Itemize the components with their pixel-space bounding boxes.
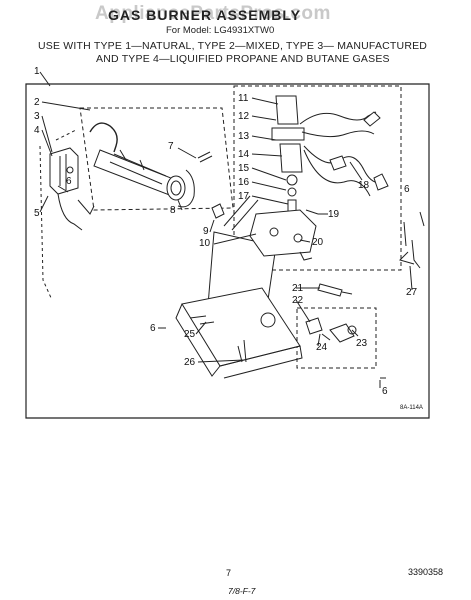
- callout-4: 4: [34, 125, 40, 136]
- callout-18: 18: [358, 180, 370, 191]
- callout-1: 1: [34, 66, 40, 77]
- diagram-code: 8A-114A: [400, 405, 423, 411]
- handwritten-note: 7/8-F-7: [228, 586, 256, 596]
- callout-2: 2: [34, 97, 40, 108]
- callout-22: 22: [292, 295, 304, 306]
- part-number: 3390358: [408, 567, 444, 577]
- valve-group: [233, 85, 402, 271]
- callout-5: 5: [34, 208, 40, 219]
- callout-16: 16: [238, 177, 250, 188]
- assembly-frame: [25, 83, 430, 419]
- callout-15: 15: [238, 163, 250, 174]
- callout-20: 20: [312, 237, 324, 248]
- callout-7: 7: [168, 141, 174, 152]
- callout-21: 21: [292, 283, 304, 294]
- page-title: GAS BURNER ASSEMBLY: [108, 7, 301, 23]
- callout-6-right: 6: [404, 184, 410, 195]
- callout-13: 13: [238, 131, 250, 142]
- watermark: AppliancePartsPros.com: [95, 3, 331, 24]
- callout-27: 27: [406, 287, 418, 298]
- usage-line-2: AND TYPE 4—LIQUIFIED PROPANE AND BUTANE …: [96, 53, 390, 65]
- callout-17: 17: [238, 191, 250, 202]
- callout-12: 12: [238, 111, 250, 122]
- callout-6-left: 6: [66, 176, 72, 187]
- callout-6-bottom-left: 6: [150, 323, 156, 334]
- page-number: 7: [226, 568, 232, 578]
- callout-9: 9: [203, 226, 209, 237]
- callout-26: 26: [184, 357, 196, 368]
- callout-8: 8: [170, 205, 176, 216]
- fitting-group: [296, 307, 377, 369]
- callout-14: 14: [238, 149, 250, 160]
- callout-11: 11: [238, 93, 249, 104]
- callout-19: 19: [328, 209, 340, 220]
- callout-3: 3: [34, 111, 40, 122]
- callout-10: 10: [199, 238, 211, 249]
- callout-24: 24: [316, 342, 328, 353]
- model-label: For Model: LG4931XTW0: [166, 25, 275, 36]
- callout-23: 23: [356, 338, 368, 349]
- callout-25: 25: [184, 329, 196, 340]
- burner-tube-group: [79, 107, 234, 211]
- usage-line-1: USE WITH TYPE 1—NATURAL, TYPE 2—MIXED, T…: [38, 40, 428, 52]
- callout-6-bottom-right: 6: [382, 386, 388, 397]
